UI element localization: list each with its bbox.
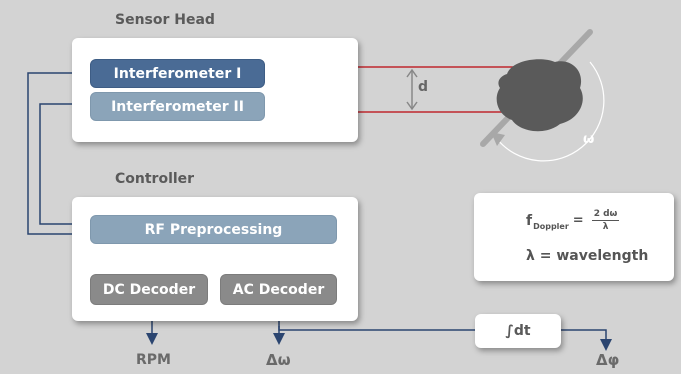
formula-fraction: 2 dω λ: [591, 209, 620, 232]
sensor-head-panel: [72, 38, 358, 142]
interferometer-2-label: Interferometer II: [111, 98, 244, 115]
ac-decoder-label: AC Decoder: [232, 281, 325, 298]
integrator-block[interactable]: ∫dt: [475, 314, 561, 348]
wire-integrator-to-delta-phi: [561, 329, 612, 351]
delta-omega-output-label: Δω: [266, 351, 291, 369]
rotation-arc: [496, 61, 605, 162]
formula-f-subscript: Doppler: [533, 222, 569, 231]
rf-preprocessing-block[interactable]: RF Preprocessing: [90, 215, 337, 244]
rpm-output-label: RPM: [136, 352, 171, 368]
wire-interferometer-2: [39, 103, 92, 230]
dc-decoder-label: DC Decoder: [102, 281, 196, 298]
rotating-object-icon: [496, 59, 583, 132]
sensor-head-label: Sensor Head: [115, 12, 215, 28]
integrator-label: ∫dt: [505, 323, 531, 339]
formula-numerator: 2 dω: [591, 209, 620, 221]
formula-panel: f Doppler = 2 dω λ λ = wavelength: [474, 193, 674, 281]
doppler-frequency-formula: f Doppler = 2 dω λ: [526, 209, 620, 232]
ac-decoder-block[interactable]: AC Decoder: [220, 274, 337, 305]
omega-label: ω: [583, 132, 595, 147]
controller-label: Controller: [115, 171, 195, 187]
formula-denominator: λ: [602, 222, 609, 232]
wire-ac-to-integrator: [278, 326, 476, 331]
delta-phi-output-label: Δφ: [596, 351, 620, 369]
interferometer-1-label: Interferometer I: [113, 65, 242, 82]
wavelength-definition: λ = wavelength: [526, 248, 649, 264]
distance-label: d: [418, 79, 429, 95]
interferometer-2-block[interactable]: Interferometer II: [90, 92, 265, 121]
interferometer-1-block[interactable]: Interferometer I: [90, 59, 265, 88]
rf-preprocessing-label: RF Preprocessing: [144, 221, 283, 238]
formula-equals: =: [572, 213, 584, 228]
dc-decoder-block[interactable]: DC Decoder: [90, 274, 208, 305]
formula-f: f: [526, 212, 533, 229]
wire-interferometer-1: [27, 72, 92, 240]
